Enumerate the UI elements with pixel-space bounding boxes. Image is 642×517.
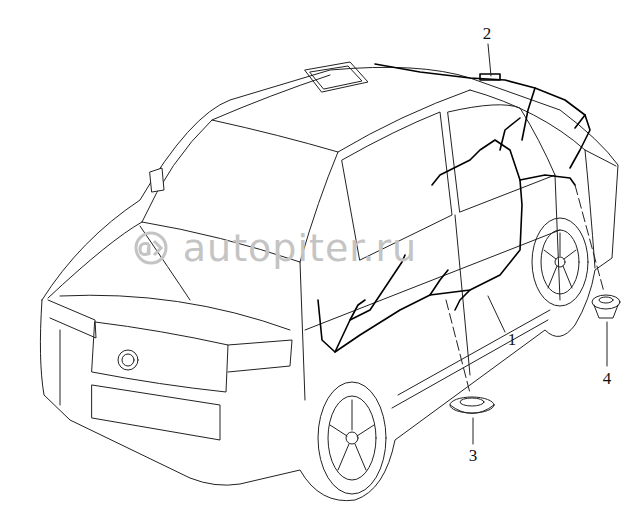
callout-number: 2 xyxy=(483,25,492,42)
callout-number: 4 xyxy=(603,370,612,387)
callout-number: 1 xyxy=(508,331,517,348)
watermark: autopiter.ru xyxy=(183,229,417,267)
callout-number: 3 xyxy=(469,447,478,464)
